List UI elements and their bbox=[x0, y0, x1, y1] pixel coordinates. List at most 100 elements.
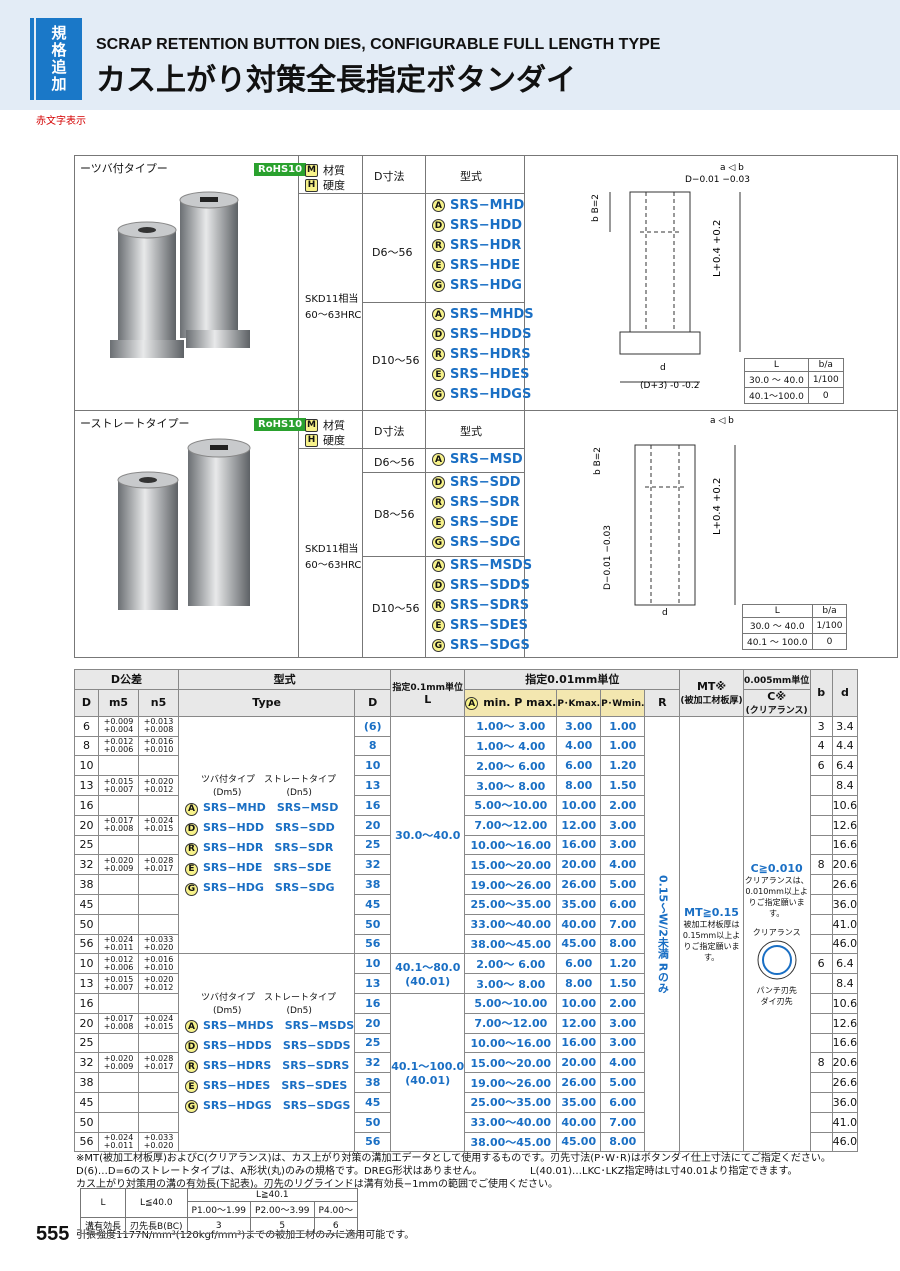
shape-icon: R bbox=[432, 239, 445, 252]
note-5: 引張強度1177N/mm²(120kgf/mm²)までの被加工材のみに適用可能で… bbox=[76, 1230, 415, 1241]
rohs-badge: RoHS10 bbox=[254, 163, 307, 176]
shape-icon: A bbox=[432, 453, 445, 466]
note-1: ※MT(被加工材板厚)およびC(クリアランス)は、カス上がり対策の溝加工データと… bbox=[76, 1153, 831, 1164]
material-icon-2: M bbox=[305, 418, 318, 432]
hardness-icon-2: H bbox=[305, 433, 318, 447]
note-4: カス上がり対策用の溝の有効長(下記表)。刃先のリグラインドは溝有効長−1mmの範… bbox=[76, 1179, 559, 1190]
svg-text:L+0.4 +0.2: L+0.4 +0.2 bbox=[712, 220, 723, 277]
shape-icon: R bbox=[432, 348, 445, 361]
page-number: 555 bbox=[36, 1223, 70, 1245]
shape-icon: E bbox=[432, 619, 445, 632]
model-head-table: 型式 bbox=[177, 669, 392, 690]
straight-block bbox=[74, 410, 898, 658]
red-text-label: 赤文字表示 bbox=[36, 116, 86, 127]
new-spec-badge: 規格追加 bbox=[36, 18, 82, 100]
shape-icon: D bbox=[432, 219, 445, 232]
shape-icon: R bbox=[432, 496, 445, 509]
title-japanese: カス上がり対策全長指定ボタンダイ bbox=[96, 64, 576, 97]
svg-text:L+0.4 +0.2: L+0.4 +0.2 bbox=[712, 478, 723, 535]
straight-type-label: ーストレートタイプー bbox=[80, 417, 190, 430]
shape-icon: E bbox=[432, 368, 445, 381]
svg-text:d: d bbox=[660, 363, 666, 373]
shape-icon: E bbox=[432, 516, 445, 529]
header-bars bbox=[30, 18, 34, 100]
shape-icon: A bbox=[432, 308, 445, 321]
shape-icon: G bbox=[432, 388, 445, 401]
shape-icon: D bbox=[432, 328, 445, 341]
svg-text:b B=2: b B=2 bbox=[591, 194, 601, 222]
flange-product-image bbox=[110, 191, 250, 358]
svg-text:(D+3) -0 -0.2: (D+3) -0 -0.2 bbox=[640, 381, 699, 391]
title-english: SCRAP RETENTION BUTTON DIES, CONFIGURABL… bbox=[96, 36, 661, 53]
straight-drawing: L+0.4 +0.2 b B=2 D−0.01 −0.03 d a ◁ b bbox=[593, 416, 736, 618]
hardness-icon: H bbox=[305, 178, 318, 192]
rohs-badge-2: RoHS10 bbox=[254, 418, 307, 431]
flange-type-label: ーツバ付タイプー bbox=[80, 162, 168, 175]
d-size-head: D寸法 bbox=[374, 170, 405, 183]
svg-text:d: d bbox=[662, 608, 668, 618]
shape-icon: G bbox=[432, 536, 445, 549]
shape-icon: D bbox=[432, 579, 445, 592]
shape-icon: G bbox=[432, 639, 445, 652]
shape-icon: A bbox=[432, 559, 445, 572]
note-3: L(40.01)…LKC･LKZ指定時はL寸40.01より指定できます。 bbox=[530, 1166, 798, 1177]
note-2: D(6)…D=6のストレートタイプは、A形状(丸)のみの規格です。DREG形状は… bbox=[76, 1166, 483, 1177]
shape-icon: G bbox=[432, 279, 445, 292]
material-icon: M bbox=[305, 163, 318, 177]
svg-text:b B=2: b B=2 bbox=[593, 447, 603, 475]
svg-text:a ◁ b: a ◁ b bbox=[720, 163, 744, 173]
svg-text:D−0.01 −0.03: D−0.01 −0.03 bbox=[603, 525, 613, 590]
svg-text:D−0.01 −0.03: D−0.01 −0.03 bbox=[685, 175, 750, 185]
svg-text:a ◁ b: a ◁ b bbox=[710, 416, 734, 426]
flange-drawing: L+0.4 +0.2 b B=2 d (D+3) -0 -0.2 D−0.01 … bbox=[591, 163, 750, 391]
shape-icon: A bbox=[432, 199, 445, 212]
dtol-head: D公差 bbox=[74, 669, 179, 690]
page-header bbox=[0, 0, 900, 110]
shape-icon: E bbox=[432, 259, 445, 272]
straight-product-image bbox=[117, 438, 251, 610]
model-head: 型式 bbox=[460, 170, 482, 183]
shape-icon: D bbox=[432, 476, 445, 489]
shape-icon: R bbox=[432, 599, 445, 612]
